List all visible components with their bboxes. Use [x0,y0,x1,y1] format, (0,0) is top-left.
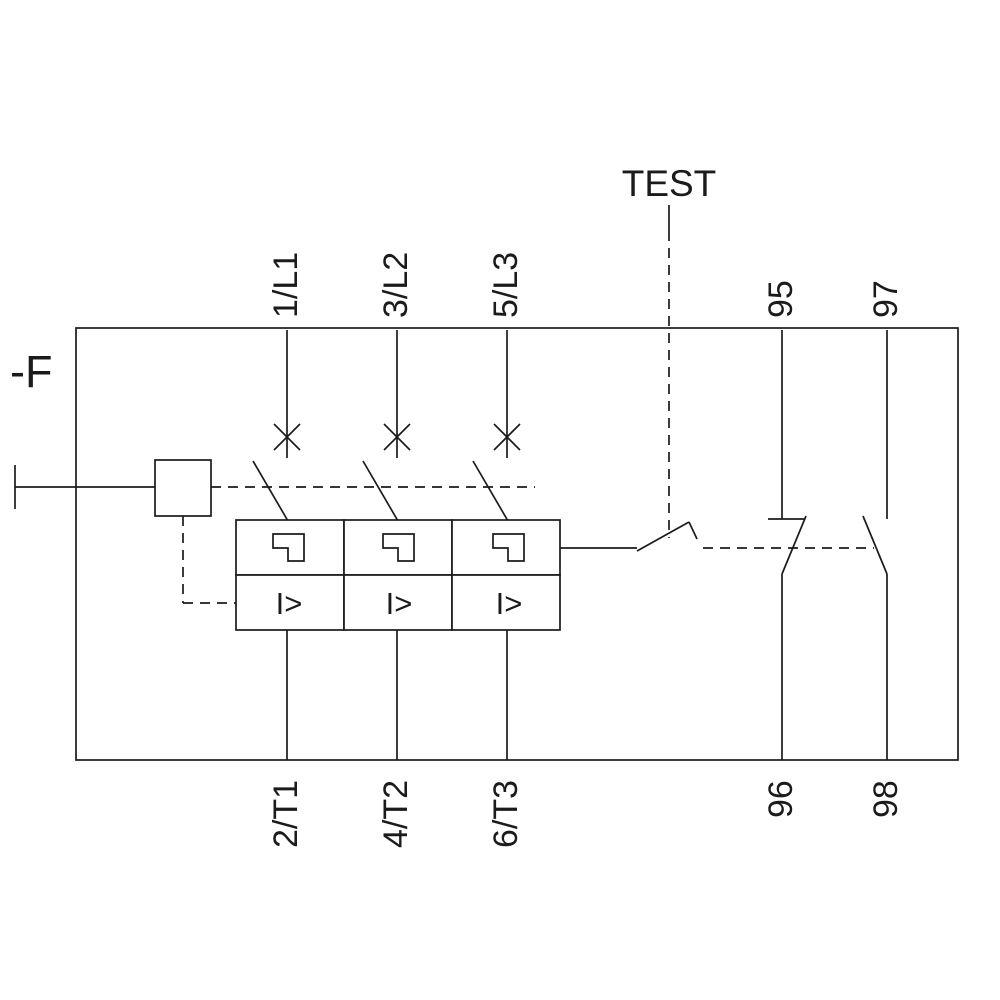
test-label: TEST [622,163,717,204]
test-function: TEST [560,163,874,552]
overcurrent-symbol: I> [386,586,413,621]
terminal-label-1L1: 1/L1 [267,252,305,318]
aux-contact-97-98 [862,330,888,760]
device-label: -F [10,346,52,397]
pole1-contact-blade [252,460,289,522]
pole-1 [252,330,301,760]
thermal-box-1 [235,519,345,576]
overcurrent-symbol: I> [276,586,303,621]
overcurrent-box-3 [451,574,561,631]
manual-operator [14,459,535,604]
thermal-overload-row [235,519,561,576]
trip-lever-blade [636,521,690,552]
overcurrent-release-row: I> I> I> [235,574,561,631]
terminal-label-2T1: 2/T1 [267,780,305,848]
thermal-element-icon [382,533,415,562]
terminal-label-96: 96 [762,780,800,818]
terminal-label-5L3: 5/L3 [487,252,525,318]
operator-box [154,459,212,517]
overcurrent-box-2 [343,574,453,631]
aux97-contact-blade [862,515,888,575]
aux95-contact-blade [781,515,807,575]
device-outline [75,327,959,761]
terminal-label-6T3: 6/T3 [487,780,525,848]
terminal-label-3L2: 3/L2 [377,252,415,318]
overcurrent-box-1 [235,574,345,631]
aux-contact-95-96 [768,330,807,760]
terminal-label-98: 98 [867,780,905,818]
terminal-label-95: 95 [762,280,800,318]
terminal-label-4T2: 4/T2 [377,780,415,848]
pole-3 [472,330,521,760]
terminal-label-97: 97 [867,280,905,318]
pole2-breaker-cross [383,423,411,451]
trip-lever-tick [688,521,698,540]
pole-2 [362,330,411,760]
overcurrent-symbol: I> [496,586,523,621]
pole3-contact-blade [472,460,509,522]
thermal-element-icon [492,533,525,562]
pole3-breaker-cross [493,423,521,451]
thermal-element-icon [272,533,305,562]
pole1-breaker-cross [273,423,301,451]
pole2-contact-blade [362,460,399,522]
